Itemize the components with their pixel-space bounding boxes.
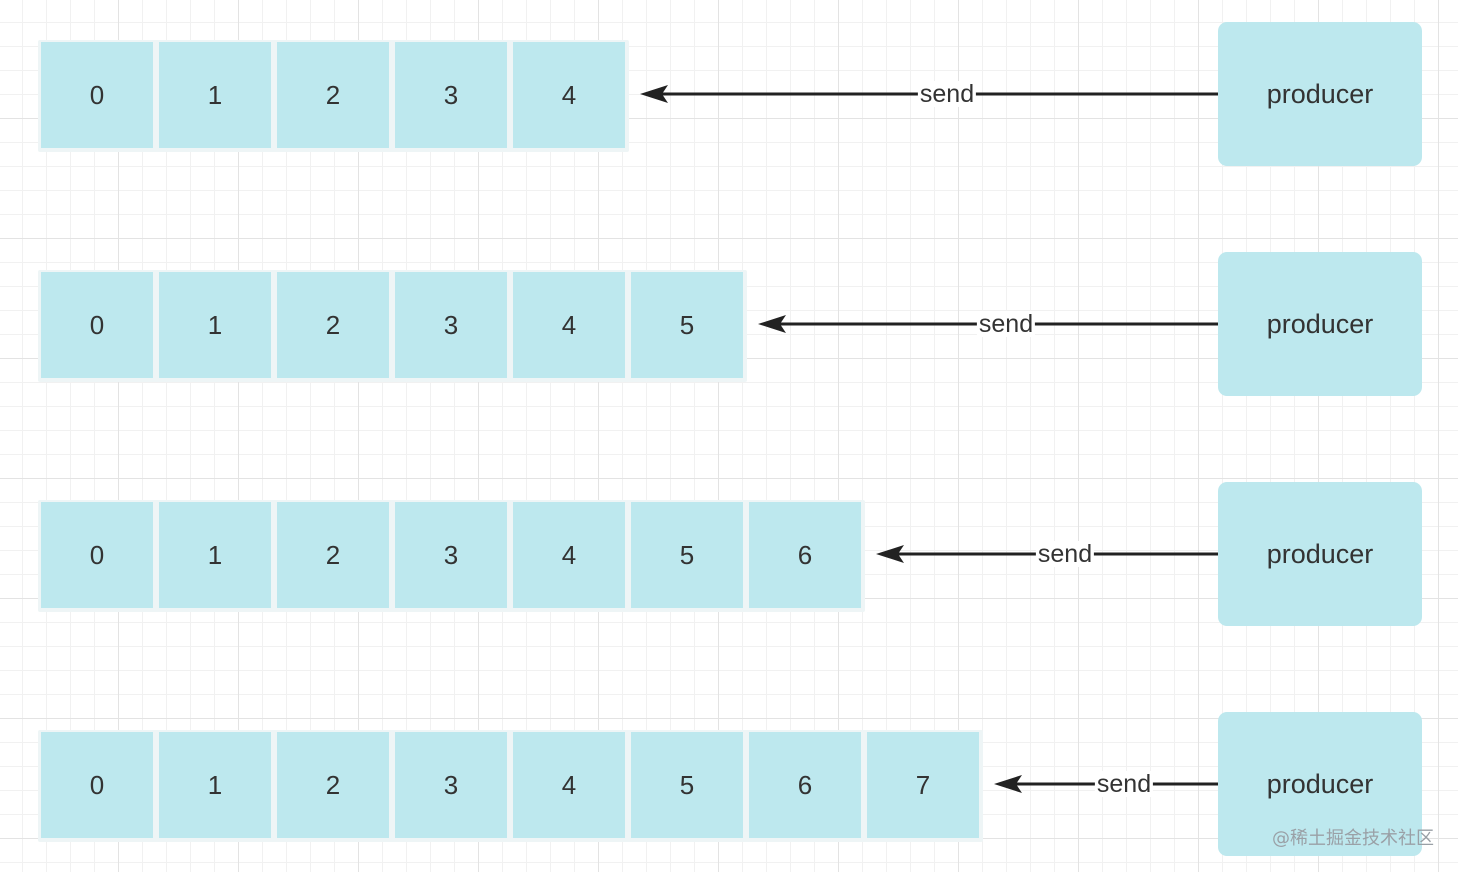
queue-cell: 0: [41, 42, 153, 148]
queue-cell: 0: [41, 732, 153, 838]
queue-cell: 4: [513, 502, 625, 608]
queue-cell: 5: [631, 732, 743, 838]
watermark: @稀土掘金技术社区: [1272, 828, 1434, 849]
producer-node: producer: [1218, 712, 1422, 856]
send-arrow: send: [876, 540, 1218, 568]
queue-cell: 3: [395, 272, 507, 378]
queue-cell: 7: [867, 732, 979, 838]
queue-cell: 1: [159, 272, 271, 378]
queue-cell: 2: [277, 732, 389, 838]
queue-cell: 2: [277, 272, 389, 378]
queue-cell: 4: [513, 42, 625, 148]
producer-node: producer: [1218, 252, 1422, 396]
queue-cell: 0: [41, 502, 153, 608]
queue-cell: 1: [159, 502, 271, 608]
queue-cell: 2: [277, 42, 389, 148]
send-arrow: send: [994, 770, 1218, 798]
queue-cell: 6: [749, 732, 861, 838]
queue-cell: 1: [159, 42, 271, 148]
send-label: send: [976, 310, 1036, 338]
queue-cell: 0: [41, 272, 153, 378]
send-label: send: [1035, 540, 1095, 568]
send-arrow: send: [758, 310, 1218, 338]
send-label: send: [1094, 770, 1154, 798]
send-label: send: [917, 80, 977, 108]
queue-cell: 1: [159, 732, 271, 838]
arrow-head: [876, 545, 904, 563]
arrow-head: [640, 85, 668, 103]
queue-cell: 4: [513, 732, 625, 838]
queue-cell: 4: [513, 272, 625, 378]
producer-node: producer: [1218, 22, 1422, 166]
queue-cell: 6: [749, 502, 861, 608]
arrow-head: [994, 775, 1022, 793]
producer-node: producer: [1218, 482, 1422, 626]
arrow-head: [758, 315, 786, 333]
queue-cell: 3: [395, 732, 507, 838]
queue-cell: 2: [277, 502, 389, 608]
queue-cell: 3: [395, 502, 507, 608]
queue-cell: 3: [395, 42, 507, 148]
send-arrow: send: [640, 80, 1218, 108]
queue-cell: 5: [631, 272, 743, 378]
queue-cell: 5: [631, 502, 743, 608]
